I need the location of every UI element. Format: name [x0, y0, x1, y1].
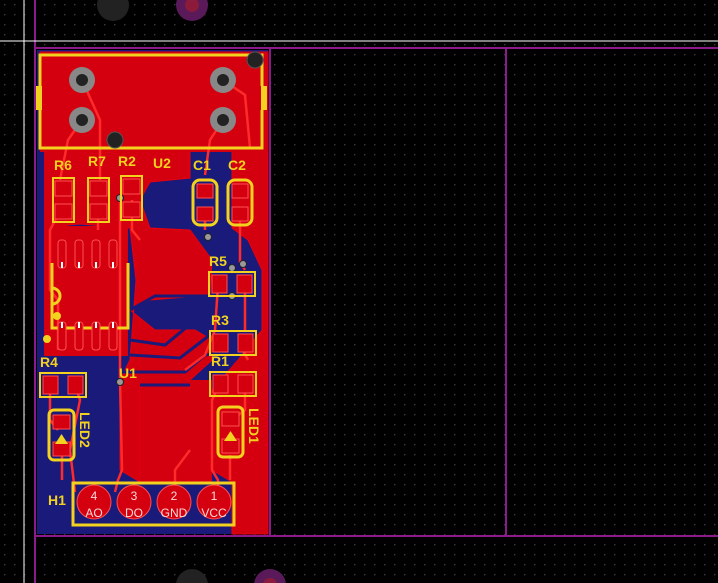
offscreen-via-bottom [176, 569, 208, 583]
label-h1: H1 [48, 492, 66, 508]
label-led1: LED1 [246, 408, 262, 444]
via[interactable] [106, 131, 124, 149]
resistor-r4[interactable] [39, 372, 87, 398]
label-r5: R5 [209, 253, 227, 269]
pin-number: 1 [211, 489, 218, 503]
resistor-r2[interactable] [120, 175, 143, 221]
pin-number: 4 [91, 489, 98, 503]
label-r2: R2 [118, 153, 136, 169]
pin-name: DO [125, 506, 143, 520]
label-c1: C1 [193, 157, 211, 173]
resistor-r5[interactable] [208, 271, 256, 297]
resistor-r6[interactable] [52, 177, 75, 223]
offscreen-via-top [97, 0, 129, 21]
label-led2: LED2 [77, 412, 93, 448]
led-led1[interactable] [216, 405, 245, 459]
capacitor-c1[interactable] [191, 178, 219, 227]
connector-u2-outline [38, 53, 264, 150]
ic-u1[interactable] [43, 239, 130, 351]
offscreen-pad-bottom [254, 569, 286, 583]
pin-name: AO [85, 506, 102, 520]
led-led2[interactable] [47, 408, 76, 462]
pin-number: 2 [171, 489, 178, 503]
pin-name: GND [161, 506, 188, 520]
u2-pads[interactable] [69, 67, 236, 133]
header-pin-3[interactable] [116, 484, 152, 520]
resistor-r1[interactable] [209, 371, 257, 397]
header-pin-4[interactable] [76, 484, 112, 520]
header-h1[interactable]: 4 AO 3 DO 2 GND 1 VCC [71, 481, 236, 527]
label-r4: R4 [40, 354, 58, 370]
resistor-r7[interactable] [87, 177, 110, 223]
via[interactable] [246, 51, 264, 69]
capacitor-c2[interactable] [226, 178, 254, 227]
label-r3: R3 [211, 312, 229, 328]
resistor-r3[interactable] [209, 330, 257, 356]
label-u2: U2 [153, 155, 171, 171]
label-u1: U1 [119, 365, 137, 381]
pcb-board[interactable]: 4 AO 3 DO 2 GND 1 VCC R6 R7 R2 U2 C1 C2 … [36, 50, 269, 535]
label-c2: C2 [228, 157, 246, 173]
label-r6: R6 [54, 157, 72, 173]
header-pin-2[interactable] [156, 484, 192, 520]
label-r1: R1 [211, 353, 229, 369]
top-copper-pour [39, 51, 269, 535]
header-pin-1[interactable] [196, 484, 232, 520]
panel-outline [34, 0, 718, 583]
pin-number: 3 [131, 489, 138, 503]
label-r7: R7 [88, 153, 106, 169]
pin-name: VCC [201, 506, 227, 520]
